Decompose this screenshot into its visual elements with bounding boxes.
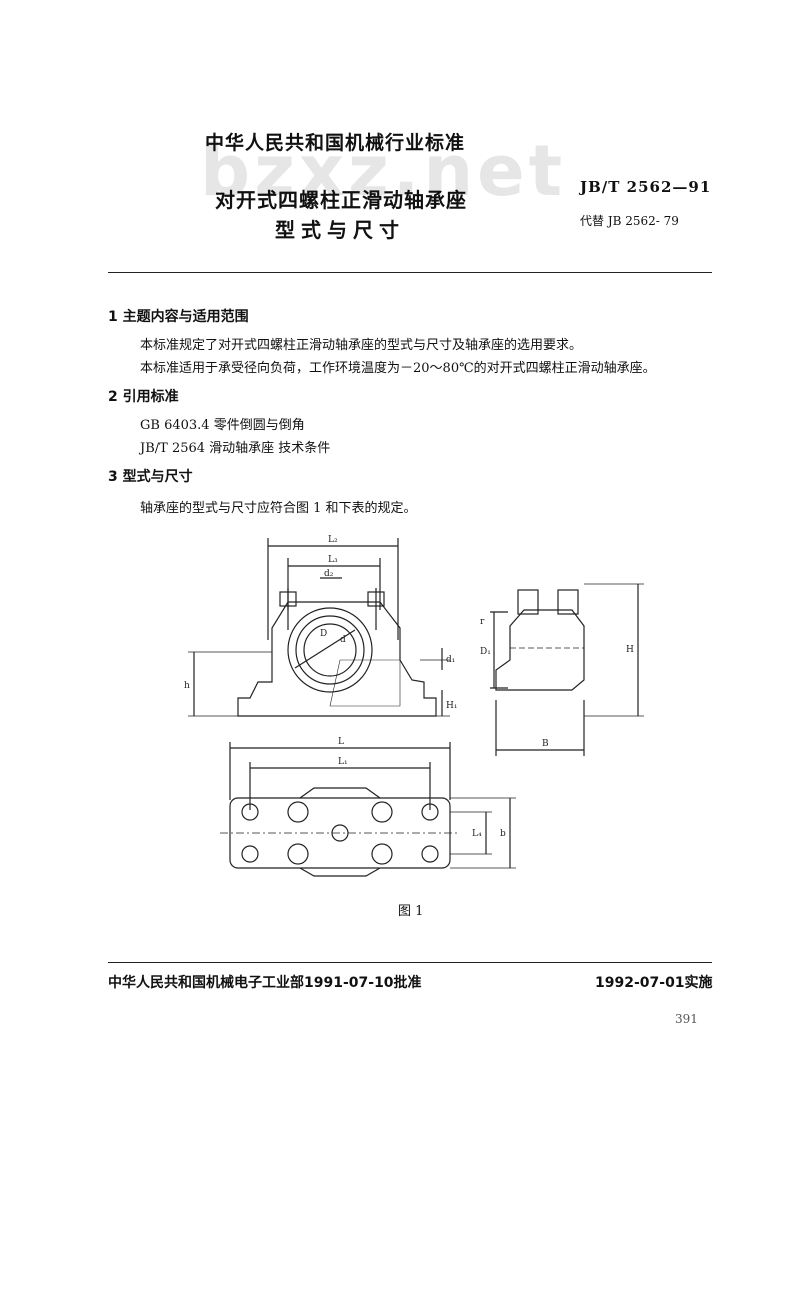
front-view: L₂ L₃ d₂ D d h d₁ H₁ bbox=[184, 535, 457, 717]
reference-item: GB 6403.4 零件倒圆与倒角 bbox=[140, 418, 305, 433]
dim-label-b: b bbox=[500, 829, 506, 839]
standard-title-line1: 对开式四螺柱正滑动轴承座 bbox=[215, 188, 467, 212]
footer-rule bbox=[108, 962, 712, 963]
replaces-note: 代替 JB 2562- 79 bbox=[580, 214, 679, 228]
top-view: L L₁ L₄ b bbox=[220, 737, 516, 877]
dim-label-d1: d₁ bbox=[446, 655, 455, 665]
reference-item: JB/T 2564 滑动轴承座 技术条件 bbox=[140, 441, 331, 456]
section-3-paragraph: 轴承座的型式与尺寸应符合图 1 和下表的规定。 bbox=[140, 501, 417, 516]
bearing-housing-drawing: L₂ L₃ d₂ D d h d₁ H₁ D₁ bbox=[184, 535, 644, 877]
implementation-date: 1992-07-01实施 bbox=[595, 975, 713, 991]
dim-label-L1: L₁ bbox=[338, 757, 348, 767]
side-view: D₁ r H B bbox=[480, 583, 644, 756]
watermark: bzxz.net bbox=[200, 130, 567, 212]
section-3-heading: 3 型式与尺寸 bbox=[108, 469, 193, 485]
header-rule bbox=[108, 272, 712, 273]
standard-title-line2: 型式与尺寸 bbox=[275, 218, 405, 242]
dim-label-L4: L₄ bbox=[472, 829, 482, 839]
dim-label-h: h bbox=[184, 681, 190, 691]
dim-label-L3: L₃ bbox=[328, 555, 338, 565]
issuing-organization: 中华人民共和国机械行业标准 bbox=[205, 132, 466, 154]
dim-label-d2: d₂ bbox=[324, 569, 334, 579]
dim-label-D1: D₁ bbox=[480, 647, 491, 657]
dim-label-D: D bbox=[320, 629, 327, 639]
dim-label-L2: L₂ bbox=[328, 535, 338, 545]
figure-caption: 图 1 bbox=[398, 904, 424, 919]
section-1-paragraph: 本标准适用于承受径向负荷，工作环境温度为－20～80℃的对开式四螺柱正滑动轴承座… bbox=[140, 361, 656, 376]
section-1-paragraph: 本标准规定了对开式四螺柱正滑动轴承座的型式与尺寸及轴承座的选用要求。 bbox=[140, 338, 583, 353]
dim-label-d: d bbox=[340, 635, 346, 645]
section-1-heading: 1 主题内容与适用范围 bbox=[108, 309, 249, 325]
section-2-heading: 2 引用标准 bbox=[108, 389, 179, 405]
dim-label-L: L bbox=[338, 737, 344, 747]
dim-label-H: H bbox=[626, 645, 634, 655]
dim-label-B: B bbox=[542, 739, 549, 749]
standard-number: JB/T 2562—91 bbox=[580, 178, 712, 196]
page-number: 391 bbox=[675, 1012, 698, 1026]
dim-label-H1: H₁ bbox=[446, 701, 457, 711]
dim-label-r: r bbox=[480, 617, 485, 627]
approval-note: 中华人民共和国机械电子工业部1991-07-10批准 bbox=[108, 975, 422, 991]
